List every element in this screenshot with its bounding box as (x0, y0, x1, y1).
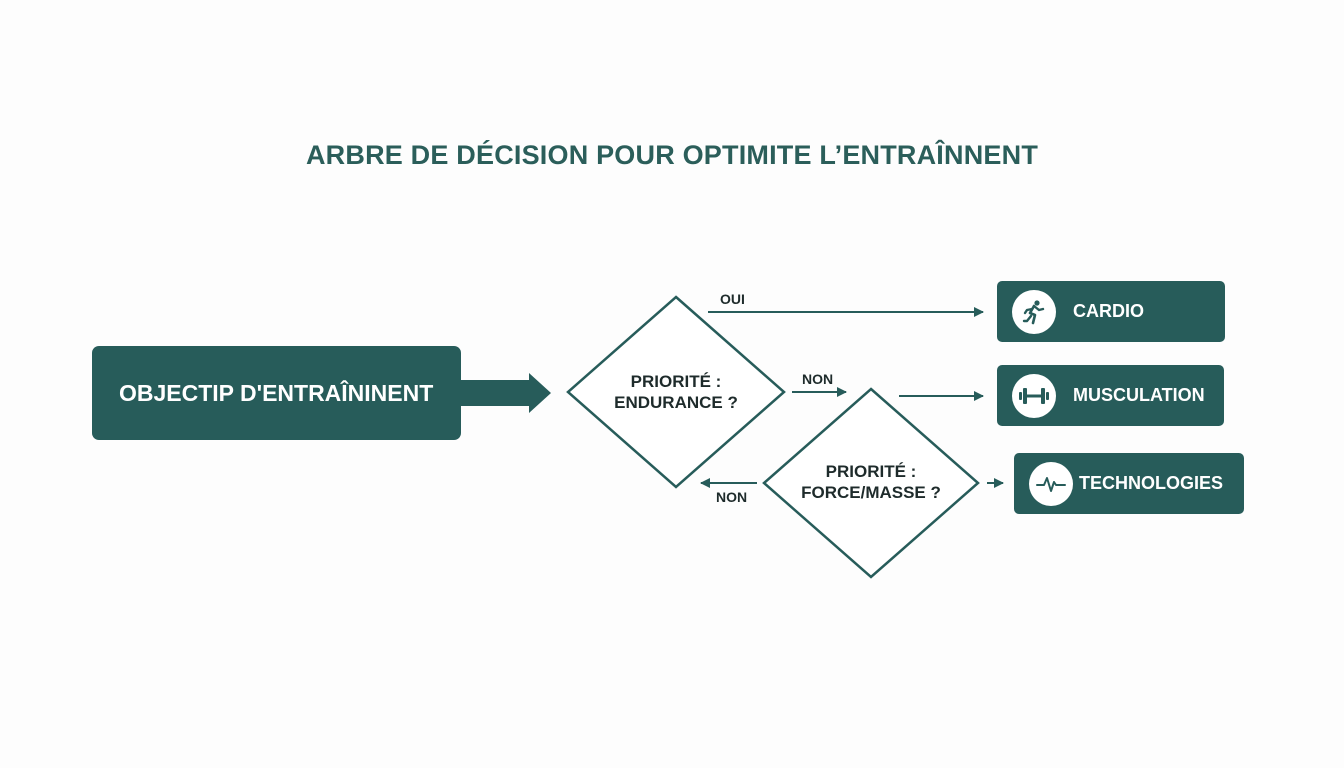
start-node-label: OBJECTIP D'ENTRAÎNINENT (119, 379, 434, 406)
running-person-icon (1012, 289, 1056, 334)
decision-2-label: PRIORITÉ : FORCE/MASSE ? (791, 461, 951, 503)
outcome-musculation: MUSCULATION (997, 365, 1224, 426)
diagram-title: ARBRE DE DÉCISION POUR OPTIMITE L’ENTRAÎ… (305, 140, 1039, 170)
edge-label-non-1: NON (802, 371, 834, 387)
decision-diamond-force (762, 387, 980, 579)
edge-label-non-2: NON (716, 489, 748, 505)
outcome-technologies: TECHNOLOGIES (1014, 453, 1244, 514)
edge-label-oui: OUI (720, 291, 745, 307)
outcome-technologies-label: TECHNOLOGIES (1079, 473, 1224, 493)
outcome-cardio-label: CARDIO (1073, 301, 1144, 321)
dumbbell-icon (1012, 373, 1056, 418)
decision-1-label: PRIORITÉ : ENDURANCE ? (596, 371, 756, 413)
heartbeat-pulse-icon (1029, 461, 1073, 506)
decision-2-line2: FORCE/MASSE ? (801, 483, 941, 502)
decision-1-line1: PRIORITÉ : (630, 372, 722, 391)
decision-diamond-endurance (566, 295, 786, 489)
outcome-musculation-label: MUSCULATION (1073, 385, 1205, 405)
decision-1-line2: ENDURANCE ? (614, 393, 738, 412)
outcome-cardio: CARDIO (997, 281, 1225, 342)
start-to-decision-arrow (461, 373, 551, 413)
decision-2-line1: PRIORITÉ : (825, 462, 917, 481)
start-node: OBJECTIP D'ENTRAÎNINENT (92, 346, 461, 440)
